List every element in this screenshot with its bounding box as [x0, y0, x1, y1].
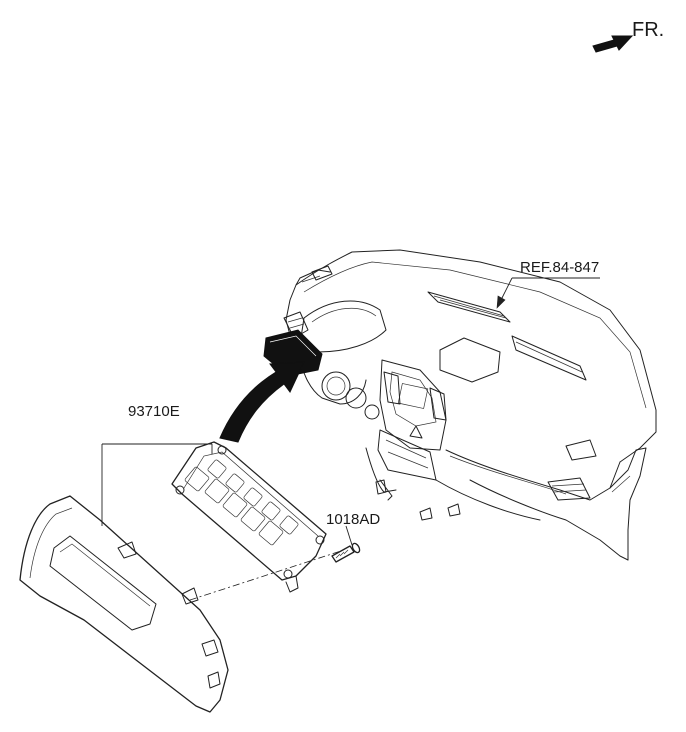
switch-part-label: 93710E [128, 403, 180, 420]
leader-1018ad [345, 525, 353, 546]
alignment-line [189, 549, 345, 601]
installation-arrow-icon [219, 361, 305, 443]
leader-ref [496, 277, 600, 309]
leader-93710e [101, 443, 213, 526]
front-direction-label: FR. [632, 19, 665, 41]
screw [331, 542, 361, 563]
ref-label: REF.84-847 [520, 259, 600, 276]
switch-bezel-panel [19, 495, 229, 713]
forward-arrow-icon [592, 35, 634, 53]
switch-assembly [171, 441, 327, 593]
screw-part-label: 1018AD [326, 511, 381, 528]
